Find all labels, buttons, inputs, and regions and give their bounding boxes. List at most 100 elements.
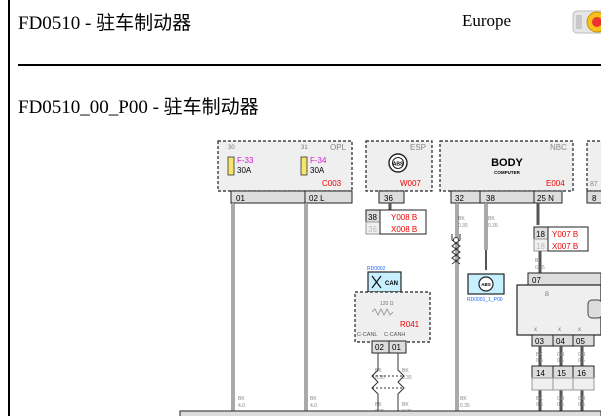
svg-text:0.5: 0.5 [578, 402, 585, 408]
svg-text:BK: BK [375, 402, 382, 408]
module-pin-05: 05 [576, 337, 585, 346]
warning-lamp-icon[interactable] [572, 8, 601, 36]
svg-text:BK: BK [458, 216, 465, 222]
svg-text:BK: BK [460, 396, 467, 402]
can-label: CAN [385, 281, 398, 287]
svg-text:BK: BK [402, 368, 409, 374]
can-network-icon [371, 275, 382, 289]
opl-connector-ref: C003 [322, 179, 342, 188]
opl-pin-a: 01 [236, 194, 245, 203]
y007-pin: 18 [536, 230, 545, 239]
fragment-pin: 8 [592, 194, 597, 203]
svg-text:BK: BK [310, 396, 317, 402]
abs-node[interactable]: ABS RD0001_1_P00 [467, 273, 505, 303]
module-pin-03: 03 [535, 337, 544, 346]
x007-label: X007 B [552, 242, 578, 251]
r041-box[interactable]: 120 Ω C-CANL C-CANH R041 02 01 [354, 291, 431, 354]
svg-text:BK: BK [488, 216, 495, 222]
fuse-b-symbol [300, 156, 308, 176]
module-pin-16: 16 [577, 369, 586, 378]
section-title: FD0510_00_P00 - 驻车制动器 [18, 97, 259, 118]
esp-connector-ref: W007 [400, 179, 421, 188]
nbc-pin-b: 38 [486, 194, 495, 203]
y007-label: Y007 B [552, 230, 578, 239]
y008-pin: 38 [368, 213, 377, 222]
module-pin-04: 04 [556, 337, 565, 346]
module-pin-15: 15 [557, 369, 566, 378]
svg-text:0.35: 0.35 [488, 223, 498, 229]
svg-text:B: B [545, 292, 549, 298]
nbc-pin-a: 32 [455, 194, 464, 203]
svg-text:GR: GR [557, 396, 565, 402]
abs-node-ref: RD0001_1_P00 [467, 297, 503, 303]
page-frame-left [8, 0, 10, 416]
fuse-a-header: 30 [228, 145, 235, 151]
right-module[interactable]: 07 B x x x 03 04 05 BK0.5 GR0.5 GR0.5 BK… [516, 272, 601, 416]
r041-pin-b: 01 [392, 343, 401, 352]
region-label: Europe [462, 11, 512, 30]
header-divider [18, 64, 601, 66]
x007-pin: 18 [536, 242, 545, 251]
resistor-symbol [371, 308, 394, 316]
svg-text:0.5: 0.5 [536, 402, 543, 408]
x008-pin: 36 [368, 225, 377, 234]
svg-text:ABS: ABS [481, 282, 491, 287]
fuse-a-symbol [227, 156, 235, 176]
svg-text:0.5: 0.5 [536, 358, 543, 364]
fuse-b-rating: 30A [310, 166, 325, 175]
fuse-b-label: F-34 [310, 156, 327, 165]
svg-text:BK: BK [238, 396, 245, 402]
svg-text:0.5: 0.5 [578, 358, 585, 364]
bottom-connector-strip [179, 410, 601, 416]
svg-text:0.35: 0.35 [402, 375, 412, 381]
body-computer-sub: COMPUTER [494, 170, 521, 175]
svg-text:ABS: ABS [393, 162, 404, 168]
fuse-a-rating: 30A [237, 166, 252, 175]
esp-twisted-pair [451, 234, 461, 265]
r041-connector-ref: R041 [400, 320, 420, 329]
svg-text:0.5: 0.5 [557, 402, 564, 408]
svg-text:4.0: 4.0 [238, 403, 245, 409]
esp-label: ESP [410, 143, 426, 152]
can-node[interactable]: RD0002 CAN [367, 266, 402, 293]
right-fragment-box: 87 8 [586, 140, 601, 204]
svg-text:x: x [534, 327, 537, 333]
svg-text:x: x [558, 327, 561, 333]
opl-label: OPL [330, 143, 347, 152]
svg-text:BK: BK [375, 368, 382, 374]
can-node-ref: RD0002 [367, 266, 386, 272]
nbc-connector-ref: E004 [546, 179, 565, 188]
page-title: FD0510 - 驻车制动器 [18, 13, 192, 34]
opl-box[interactable]: OPL 30 31 F-33 30A F-34 30A C003 01 02 L [217, 140, 353, 204]
svg-text:GR: GR [578, 396, 586, 402]
svg-text:0.35: 0.35 [460, 403, 470, 409]
body-computer-title: BODY [491, 157, 523, 169]
svg-text:GR: GR [557, 352, 565, 358]
esp-box[interactable]: ESP ABS W007 36 [365, 140, 433, 204]
module-pin-14: 14 [536, 369, 545, 378]
fragment-pin-top: 87 [590, 181, 598, 188]
module-pin-top: 07 [532, 276, 541, 285]
r041-pin-a: 02 [375, 343, 384, 352]
svg-text:0.5: 0.5 [557, 358, 564, 364]
fuse-b-header: 31 [301, 145, 308, 151]
y008-label: Y008 B [391, 213, 417, 222]
svg-text:BK: BK [536, 396, 543, 402]
abs-icon: ABS [388, 153, 408, 173]
x008-label: X008 B [391, 225, 417, 234]
svg-text:GR: GR [578, 352, 586, 358]
nbc-box[interactable]: NBC BODY COMPUTER E004 32 38 25 N [439, 140, 574, 204]
svg-text:4.0: 4.0 [310, 403, 317, 409]
resistor-value: 120 Ω [380, 301, 394, 307]
connector-y007[interactable]: 18 18 Y007 B X007 B [533, 226, 589, 252]
r041-pin-canh: C-CANH [384, 332, 405, 338]
svg-text:0.35: 0.35 [458, 223, 468, 229]
r041-pin-canl: C-CANL [357, 332, 377, 338]
svg-text:BK: BK [536, 352, 543, 358]
svg-text:BK: BK [402, 402, 409, 408]
connector-y008[interactable]: 38 36 Y008 B X008 B [365, 209, 427, 235]
opl-pin-b: 02 L [309, 194, 325, 203]
abs-icon: ABS [478, 276, 494, 292]
nbc-pin-c: 25 N [537, 194, 554, 203]
